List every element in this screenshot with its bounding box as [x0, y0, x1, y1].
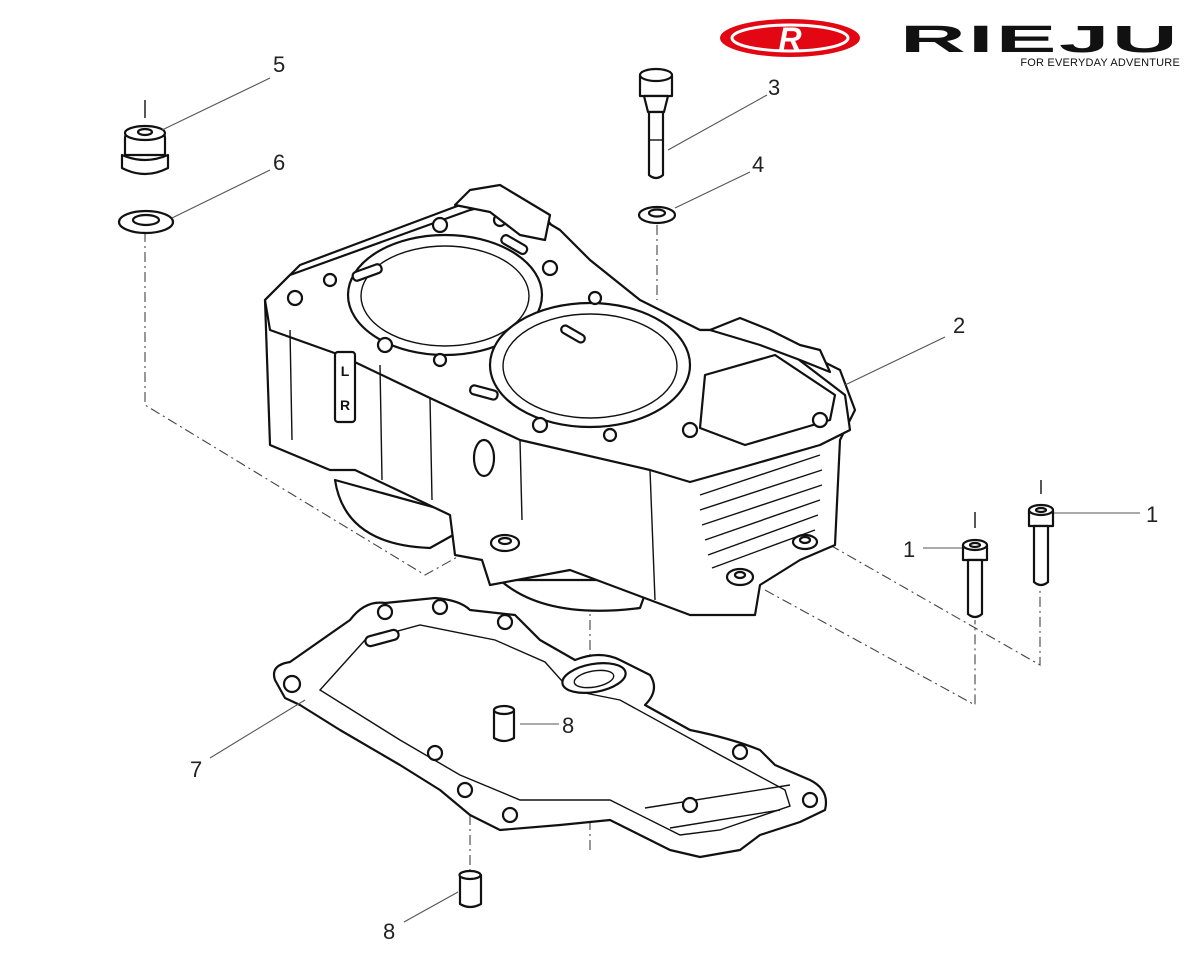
callout-5: 5 — [273, 52, 285, 77]
callout-2: 2 — [953, 313, 965, 338]
mark-left: L — [341, 363, 350, 379]
mark-right: R — [340, 397, 350, 413]
callout-1-right: 1 — [1146, 502, 1158, 527]
brand-tagline: FOR EVERYDAY ADVENTURE — [1020, 57, 1180, 69]
part-4-washer — [637, 205, 677, 225]
callout-6: 6 — [273, 150, 285, 175]
callout-4: 4 — [752, 152, 764, 177]
callout-8-upper: 8 — [562, 713, 574, 738]
part-5-cap-nut — [120, 100, 170, 176]
callout-1-left: 1 — [903, 537, 915, 562]
callout-8-lower: 8 — [383, 919, 395, 944]
brand-name: RIEJU — [900, 19, 1180, 61]
part-3-bolt — [638, 67, 674, 180]
callout-7: 7 — [190, 757, 202, 782]
part-6-washer — [117, 209, 175, 235]
logo-letter: R — [778, 21, 801, 57]
logo-inner-oval — [730, 23, 850, 53]
callout-labels: 5 6 3 4 2 1 1 7 8 8 — [190, 52, 1158, 944]
part-1-socket-bolt-left — [961, 512, 989, 619]
leader-lines — [161, 77, 1140, 923]
part-8-dowel-pin-lower — [458, 869, 483, 909]
brand-logo: R RIEJU FOR EVERYDAY ADVENTURE — [720, 19, 1180, 69]
part-1-socket-bolt-right — [1027, 480, 1055, 587]
part-2-cylinder-block: L R — [263, 183, 857, 617]
part-7-base-gasket — [272, 596, 828, 859]
callout-3: 3 — [768, 75, 780, 100]
part-8-dowel-pin-upper — [492, 704, 516, 743]
